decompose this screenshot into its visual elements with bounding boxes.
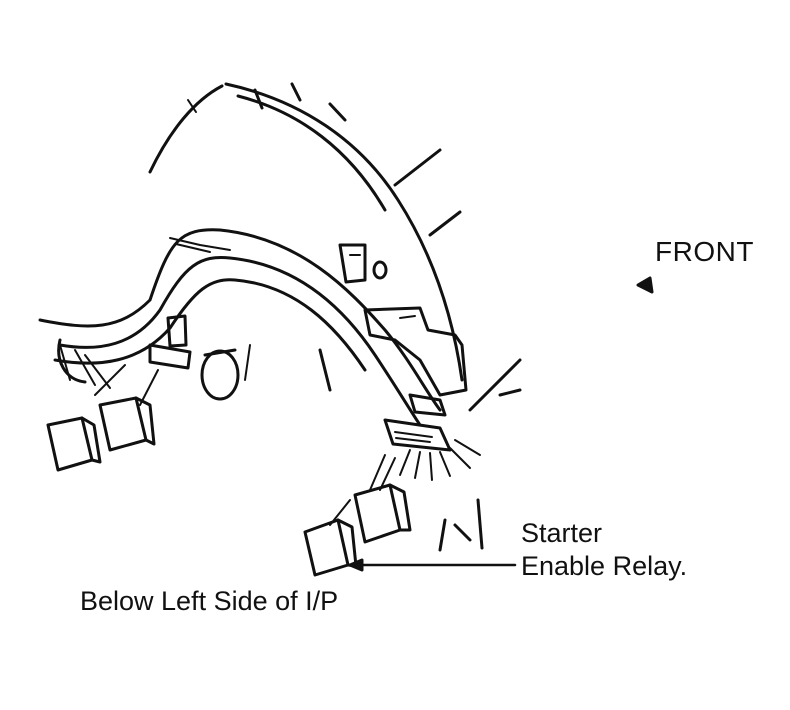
relay-leader-line xyxy=(348,558,517,572)
front-arrow-marker xyxy=(636,276,654,294)
relay-label-line2: Enable Relay. xyxy=(521,551,688,581)
right-relays xyxy=(303,454,412,577)
dash-support-channel xyxy=(38,228,442,427)
mount-strokes xyxy=(438,358,522,552)
wheel-arch-outline xyxy=(148,82,464,382)
left-relays xyxy=(46,396,156,472)
relay-label-line1: Starter xyxy=(521,518,603,548)
harness-connector xyxy=(383,393,452,452)
left-side-components xyxy=(57,314,332,406)
location-caption: Below Left Side of I/P xyxy=(80,586,339,616)
front-direction-label: FRONT xyxy=(655,236,754,267)
mounting-bracket xyxy=(338,243,468,397)
